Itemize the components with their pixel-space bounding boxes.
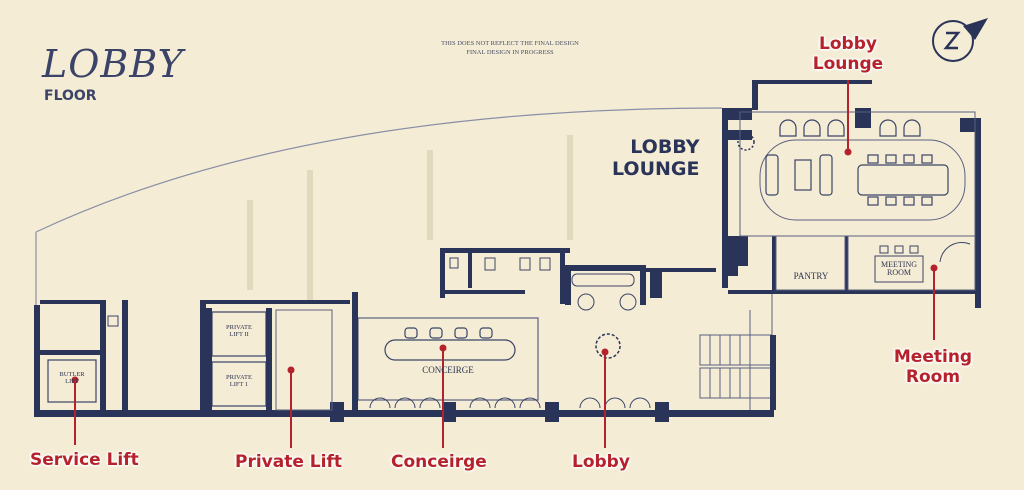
meeting-room-label-line-2: ROOM — [886, 268, 911, 278]
callout-lobby-lounge: Lobby Lounge — [808, 34, 888, 74]
cove-seating — [571, 273, 637, 311]
callout-leaders — [74, 80, 935, 448]
butler-lift-box — [47, 359, 97, 403]
building-outline — [35, 107, 723, 233]
private-lift-walls — [206, 308, 272, 410]
design-disclaimer: THIS DOES NOT REFLECT THE FINAL DESIGN F… — [410, 39, 610, 57]
restroom-fixtures — [449, 257, 551, 271]
private-lift-1-label-line-1: PRIVATE — [226, 374, 252, 381]
pantry-label: PANTRY — [793, 271, 829, 281]
meeting-room-label: MEETING ROOM — [872, 260, 926, 278]
private-lift-2-label-line-2: LIFT II — [229, 330, 249, 338]
meeting-furniture — [874, 241, 971, 283]
butler-lift-label-line-1: BUTLER — [59, 371, 85, 378]
lobby-lounge-label-line-1: LOBBY — [630, 136, 700, 158]
conceirge-area — [357, 317, 539, 401]
lounge-rug — [759, 139, 966, 221]
private-lift-2-label-line-1: PRIVATE — [226, 324, 252, 331]
callout-service-lift: Service Lift — [30, 450, 139, 470]
private-lift-1-label-line-2: LIFT 1 — [229, 380, 249, 388]
callout-markers — [71, 148, 938, 384]
floor-subtitle: FLOOR — [44, 88, 97, 104]
meeting-room — [847, 235, 976, 291]
callout-meeting-room-line-2: Room — [905, 367, 961, 387]
callout-lobby-lounge-line-1: Lobby — [819, 34, 877, 54]
lounge-furniture — [765, 119, 949, 206]
escalators — [699, 294, 773, 410]
ghost-walls — [247, 135, 573, 300]
lobby-lounge-label-line-2: LOUNGE — [612, 158, 700, 180]
conceirge-label: CONCEIRGE — [422, 365, 474, 375]
service-lift-walls — [40, 300, 128, 410]
lobby-cove — [565, 265, 716, 305]
floor-title: LOBBY — [42, 42, 184, 86]
north-compass-icon — [932, 18, 988, 62]
meeting-room-label-line-1: MEETING — [881, 260, 917, 269]
callout-private-lift: Private Lift — [235, 452, 342, 472]
disclaimer-line-2: FINAL DESIGN IN PROGRESS — [466, 49, 554, 56]
butler-lift-label: BUTLER LIFT — [50, 371, 94, 386]
wall-columns — [200, 268, 669, 422]
private-lift-2-label: PRIVATE LIFT II — [214, 324, 264, 339]
lobby-lounge-plan-label: LOBBY LOUNGE — [612, 136, 700, 180]
lobby-plant-icon — [595, 333, 621, 359]
pantry-room — [775, 235, 846, 291]
callout-lobby-lounge-line-2: Lounge — [812, 54, 884, 74]
butler-lift-label-line-2: LIFT — [65, 377, 79, 385]
disclaimer-line-1: THIS DOES NOT REFLECT THE FINAL DESIGN — [441, 40, 579, 47]
plant-icon — [737, 133, 755, 151]
private-lift-lobby — [275, 309, 333, 411]
conceirge-desk — [384, 327, 516, 361]
callout-meeting-room-line-1: Meeting — [893, 347, 973, 367]
escalator-wall — [770, 335, 776, 410]
callout-conceirge: Conceirge — [391, 452, 487, 472]
private-lift-1-label: PRIVATE LIFT 1 — [214, 374, 264, 389]
callout-lobby: Lobby — [572, 452, 630, 472]
callout-meeting-room: Meeting Room — [890, 347, 976, 387]
lobby-seating — [369, 397, 651, 409]
restroom-walls — [440, 248, 570, 304]
service-fixture — [107, 315, 119, 327]
